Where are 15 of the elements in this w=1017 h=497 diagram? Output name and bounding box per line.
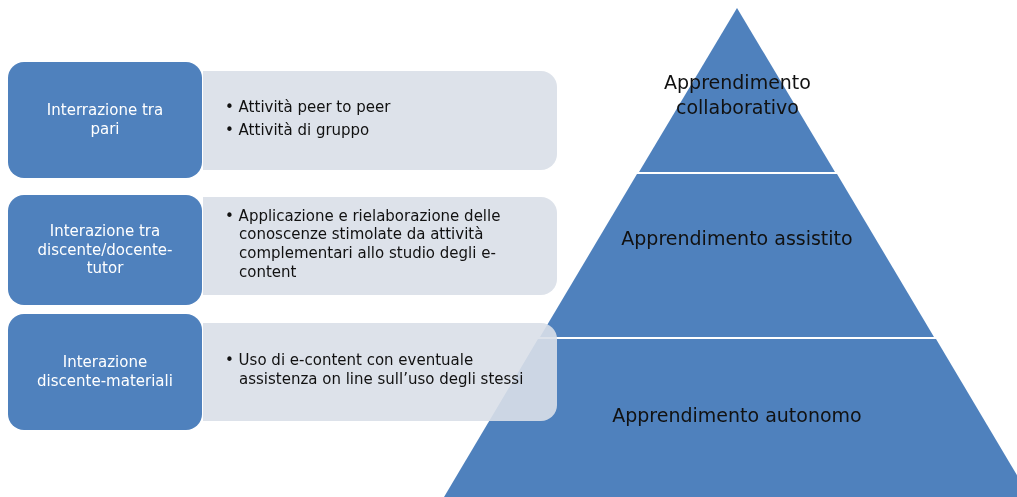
bullet-item: • Applicazione e rielaborazione delle conoscenze stimolate da attività complementari allo studio degli e-content xyxy=(225,206,502,282)
category-label: Interazione tra discente/docente-tutor xyxy=(36,221,174,279)
description-box xyxy=(203,197,557,295)
tier-label: Apprendimento assistito xyxy=(621,226,853,251)
category-box xyxy=(8,314,202,430)
category-box xyxy=(8,195,202,305)
bullet-item: • Uso di e-content con eventuale assistenza on line sull’uso degli stessi xyxy=(225,351,525,389)
bullet-item: • Attività di gruppo xyxy=(225,120,371,140)
category-box xyxy=(8,62,202,178)
tier-label: Apprendimento autonomo xyxy=(612,403,862,428)
bullet-item: • Attività peer to peer xyxy=(225,97,392,117)
category-label: Interrazione tra pari xyxy=(45,101,165,139)
description-box xyxy=(203,323,557,421)
category-label: Interazione discente-materiali xyxy=(36,353,174,391)
description-box xyxy=(203,71,557,170)
